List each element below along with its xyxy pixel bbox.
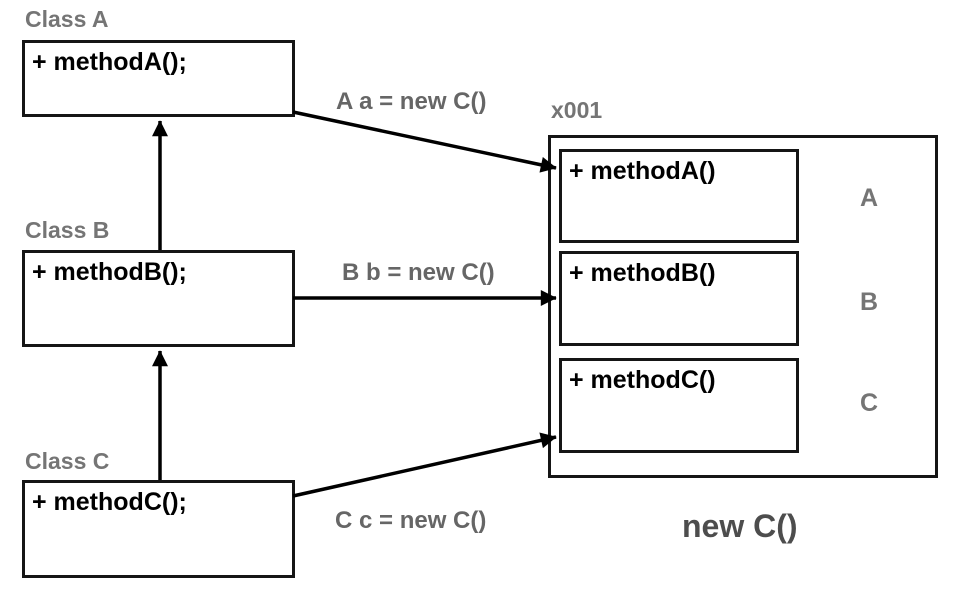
assignment-c-label: C c = new C() [335,507,487,534]
class-c-label: Class C [25,448,110,474]
class-a-method: + methodA(); [32,48,187,76]
assignment-arrow-c [292,432,557,498]
assignment-b-label: B b = new C() [342,259,495,286]
object-method-c-box: + methodC() [559,358,799,453]
class-a-label: Class A [25,6,109,32]
class-c-method: + methodC(); [32,488,187,516]
origin-letter-b: B [859,288,879,316]
origin-letter-c: C [859,389,879,417]
class-b-box: + methodB(); [22,250,295,347]
class-c-box: + methodC(); [22,480,295,578]
origin-letter-a: A [859,184,879,212]
object-method-b-box: + methodB() [559,251,799,346]
assignment-a-label: A a = new C() [336,88,487,115]
assignment-arrow-a [292,110,557,173]
object-method-b-text: + methodB() [569,259,716,287]
object-method-a-text: + methodA() [569,157,716,185]
class-a-box: + methodA(); [22,40,295,117]
class-b-label: Class B [25,217,110,243]
object-method-c-text: + methodC() [569,366,716,394]
object-method-a-box: + methodA() [559,149,799,243]
class-b-method: + methodB(); [32,258,187,286]
object-ref-label: x001 [551,97,603,123]
object-caption: new C() [682,508,798,544]
